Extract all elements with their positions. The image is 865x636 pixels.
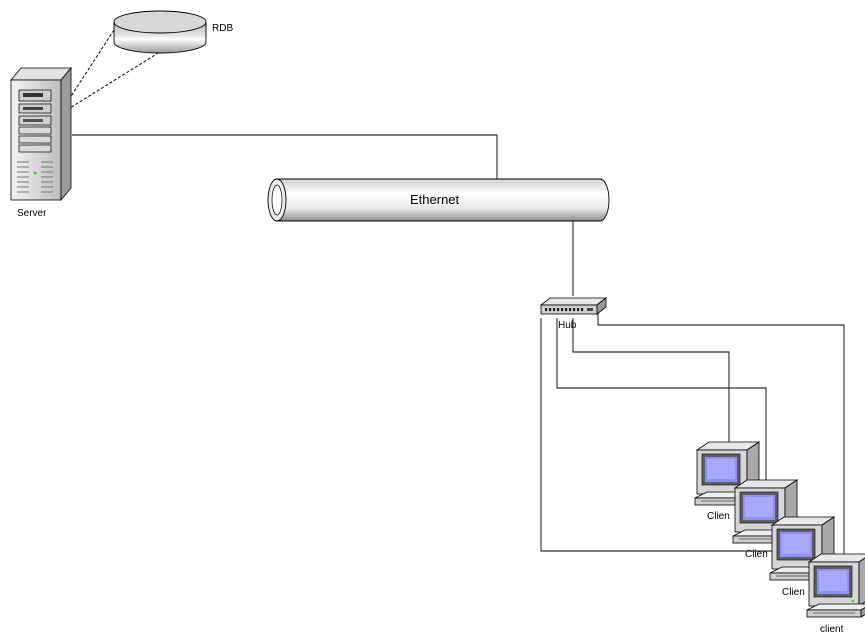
database-icon (64, 11, 206, 108)
hub-label: Hub (558, 320, 576, 331)
server-label: Server (17, 208, 46, 219)
client-label: client (820, 624, 843, 635)
client1-link (573, 318, 729, 448)
client-label: Clien (707, 511, 730, 522)
ethernet-label: Ethernet (410, 192, 459, 207)
client-label: Clien (782, 587, 805, 598)
rdb-label: RDB (212, 23, 233, 34)
hub-icon (541, 298, 606, 314)
client-label: Clien (745, 549, 768, 560)
server-tower-icon (11, 68, 71, 200)
computer-icon (807, 554, 865, 617)
